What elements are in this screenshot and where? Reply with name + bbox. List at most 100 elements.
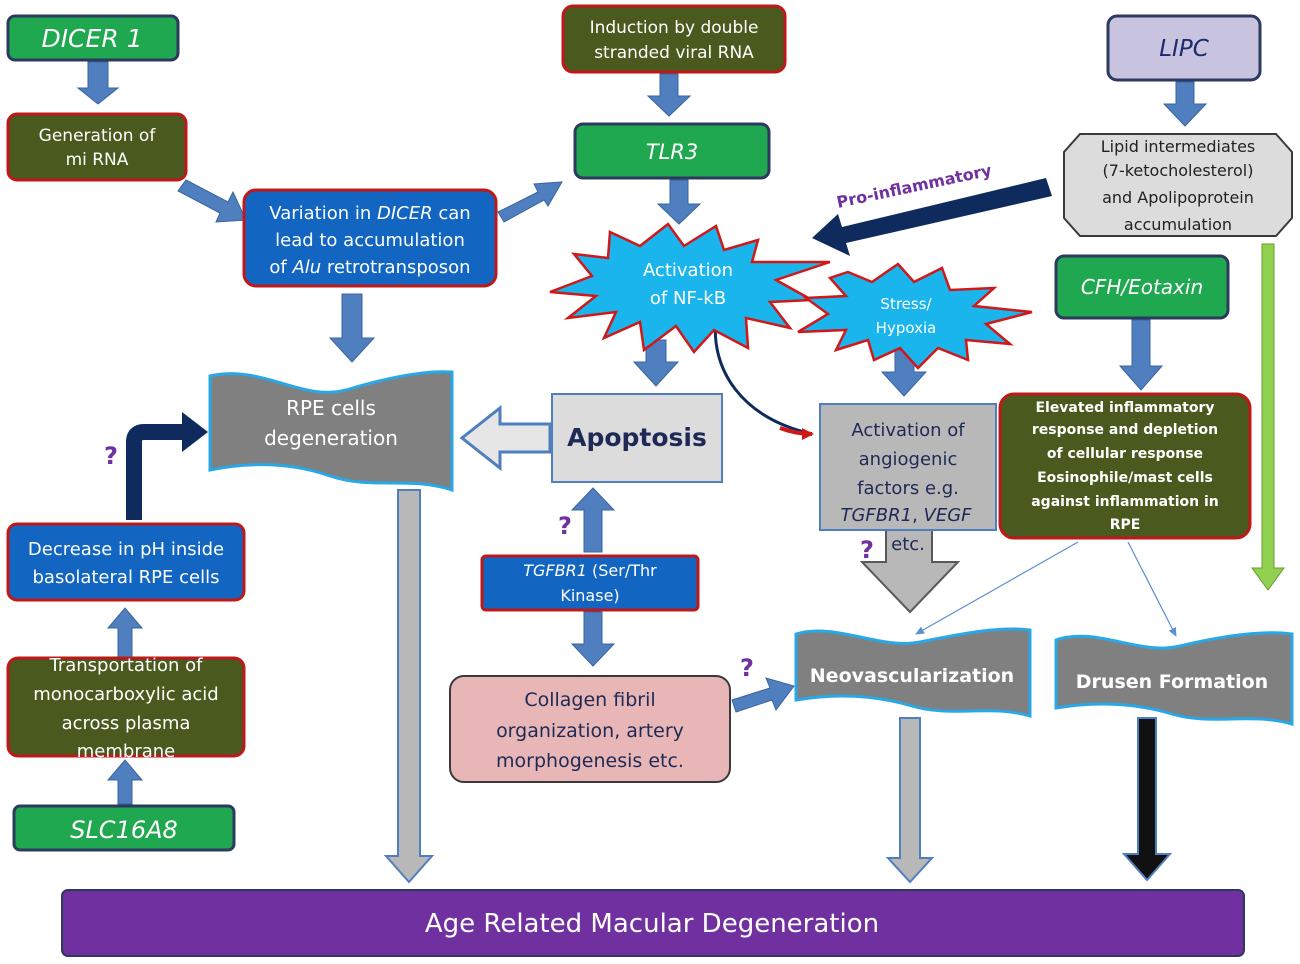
node-dicer-variation: Variation in DICER can lead to accumulat… xyxy=(242,188,498,288)
mirna-line-2: mi RNA xyxy=(66,150,129,170)
collagen-line-3: morphogenesis etc. xyxy=(496,750,684,772)
tgfbr1-line-1: TGFBR1 (Ser/Thr xyxy=(523,561,657,580)
arrow-induction-to-tlr3 xyxy=(646,73,692,117)
node-elevated-inflammatory: Elevated inflammatory response and deple… xyxy=(998,392,1252,540)
question-mark-angio-neo: ? xyxy=(860,536,874,564)
lipid-line-2: (7-ketocholesterol) xyxy=(1103,161,1254,180)
induction-line-1: Induction by double xyxy=(590,18,759,38)
node-slc16a8: SLC16A8 xyxy=(12,804,236,852)
transport-line-2: monocarboxylic acid xyxy=(33,684,218,705)
arrow-mirna-to-dicer-variation xyxy=(177,179,247,223)
arrow-ph-to-rpe-head xyxy=(182,412,208,452)
transport-line-1: Transportation of xyxy=(48,655,203,676)
arrow-rpe-to-amd xyxy=(383,489,435,884)
collagen-line-1: Collagen fibril xyxy=(524,689,655,711)
arrow-dicer-variation-to-tlr3 xyxy=(497,181,563,223)
arrow-nfkb-to-angio-curve-tip xyxy=(779,426,814,440)
node-mirna-generation: Generation of mi RNA xyxy=(6,112,188,182)
arrow-pro-inflammatory xyxy=(812,178,1052,256)
induction-line-2: stranded viral RNA xyxy=(594,43,754,63)
angio-line-5: etc. xyxy=(891,534,925,555)
ph-line-1: Decrease in pH inside xyxy=(28,539,224,560)
transport-line-3: across plasma xyxy=(62,713,191,734)
stress-line-2: Hypoxia xyxy=(876,319,937,337)
nfkb-line-2: of NF-kB xyxy=(650,288,726,309)
node-amd: Age Related Macular Degeneration xyxy=(61,889,1245,957)
node-tgfbr1-kinase: TGFBR1 (Ser/Thr Kinase) xyxy=(480,554,700,612)
amd-label: Age Related Macular Degeneration xyxy=(425,909,879,939)
arrow-ph-to-rpe xyxy=(126,424,186,520)
arrow-dicer1-to-mirna xyxy=(76,61,120,105)
node-monocarboxylic-transport: Transportation of monocarboxylic acid ac… xyxy=(6,655,246,762)
rpe-line-1: RPE cells xyxy=(286,396,376,420)
arrow-lipc-to-lipid xyxy=(1162,81,1208,127)
arrow-elevated-to-neo xyxy=(915,541,1079,635)
rpe-line-2: degeneration xyxy=(264,426,398,450)
node-rpe-degeneration: RPE cells degeneration xyxy=(208,370,454,493)
drusen-formation-label: Drusen Formation xyxy=(1076,671,1268,693)
slc16a8-label: SLC16A8 xyxy=(70,816,178,844)
lipid-line-4: accumulation xyxy=(1124,215,1232,234)
node-tlr3: TLR3 xyxy=(573,122,771,180)
lipc-label: LIPC xyxy=(1159,36,1209,62)
angio-line-2: angiogenic xyxy=(859,449,958,470)
node-apoptosis: Apoptosis xyxy=(551,393,723,483)
node-neovascularization: Neovascularization xyxy=(794,627,1032,719)
arrow-collagen-to-neo xyxy=(731,677,795,713)
node-lipc: LIPC xyxy=(1106,14,1262,82)
node-angiogenic-factors: Activation of angiogenic factors e.g. TG… xyxy=(819,403,997,555)
arrow-drusen-to-amd xyxy=(1121,717,1173,882)
node-ph-decrease: Decrease in pH inside basolateral RPE ce… xyxy=(6,522,246,602)
arrow-nfkb-to-angio-curve xyxy=(713,317,813,436)
dicer-variation-line-2: lead to accumulation xyxy=(275,230,465,251)
lipid-line-1: Lipid intermediates xyxy=(1101,137,1256,156)
arrow-transport-to-ph xyxy=(106,607,144,659)
node-viral-rna-induction: Induction by double stranded viral RNA xyxy=(561,4,787,74)
arrow-tgfbr1-to-apoptosis xyxy=(570,487,616,553)
apoptosis-label: Apoptosis xyxy=(567,423,707,452)
mirna-line-1: Generation of xyxy=(39,126,157,146)
tlr3-label: TLR3 xyxy=(646,140,698,164)
elevated-line-4: Eosinophile/mast cells xyxy=(1037,470,1213,486)
arrow-neo-to-amd xyxy=(885,717,935,884)
dicer-variation-line-1: Variation in DICER can xyxy=(269,203,470,224)
tgfbr1-line-2: Kinase) xyxy=(560,586,619,605)
arrow-lipid-to-drusen xyxy=(1251,243,1285,591)
arrow-apoptosis-to-rpe xyxy=(459,404,552,472)
angio-line-4: TGFBR1, VEGF xyxy=(840,505,972,526)
dicer1-label: DICER 1 xyxy=(41,24,142,53)
node-drusen-formation: Drusen Formation xyxy=(1054,631,1294,726)
question-mark-collagen-neo: ? xyxy=(740,654,754,682)
stress-line-1: Stress/ xyxy=(880,295,932,313)
ph-line-2: basolateral RPE cells xyxy=(33,567,220,588)
node-dicer1: DICER 1 xyxy=(6,14,180,62)
node-stress-hypoxia: Stress/ Hypoxia xyxy=(797,262,1033,370)
dicer-variation-line-3: of Alu retrotransposon xyxy=(269,257,470,278)
elevated-line-5: against inflammation in xyxy=(1031,494,1219,510)
neovascularization-label: Neovascularization xyxy=(810,665,1014,687)
elevated-line-1: Elevated inflammatory xyxy=(1035,400,1214,416)
arrow-slc-to-transport xyxy=(106,759,144,805)
arrow-tlr3-to-nfkb xyxy=(656,179,702,225)
elevated-line-2: response and depletion xyxy=(1032,422,1218,438)
arrow-elevated-to-drusen xyxy=(1127,541,1177,637)
nfkb-line-1: Activation xyxy=(643,260,733,281)
arrow-nfkb-to-apoptosis xyxy=(632,339,680,387)
cfh-label: CFH/Eotaxin xyxy=(1081,275,1203,299)
angio-line-3: factors e.g. xyxy=(857,478,959,499)
node-cfh-eotaxin: CFH/Eotaxin xyxy=(1054,254,1230,320)
question-mark-ph-rpe: ? xyxy=(104,442,118,470)
node-lipid-intermediates: Lipid intermediates (7-ketocholesterol) … xyxy=(1063,133,1293,237)
lipid-line-3: and Apolipoprotein xyxy=(1102,188,1254,207)
node-collagen-fibril: Collagen fibril organization, artery mor… xyxy=(449,675,731,783)
arrow-angio-to-neo xyxy=(859,529,961,614)
collagen-line-2: organization, artery xyxy=(496,720,684,742)
node-nfkb-activation: Activation of NF-kB xyxy=(549,222,831,355)
arrow-tgfbr1-to-collagen xyxy=(570,611,616,667)
arrow-dicer-variation-to-rpe xyxy=(328,293,376,363)
elevated-line-3: of cellular response xyxy=(1047,446,1203,462)
angio-line-1: Activation of xyxy=(851,420,965,441)
arrow-cfh-to-elevated xyxy=(1118,319,1164,391)
elevated-line-6: RPE xyxy=(1110,517,1141,533)
